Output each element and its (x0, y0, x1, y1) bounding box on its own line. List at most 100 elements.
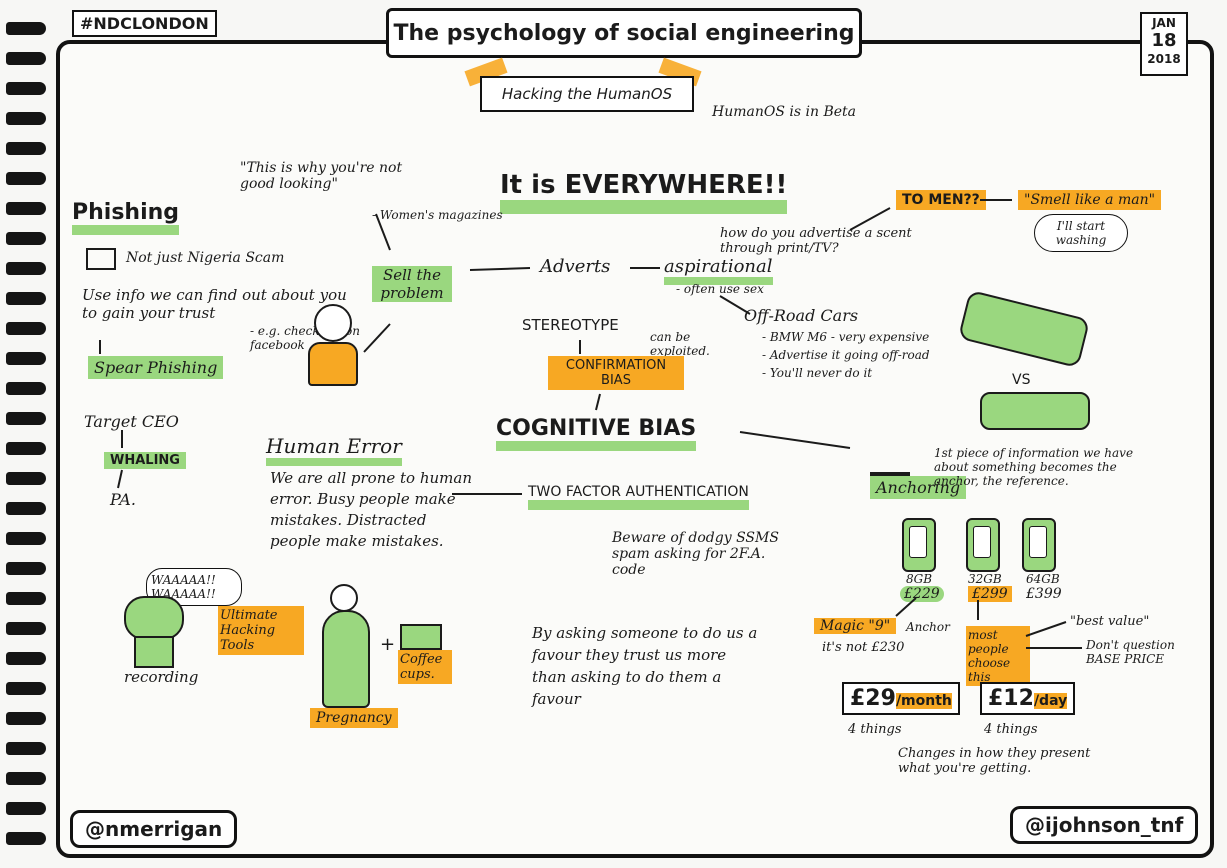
day-unit: /day (1033, 693, 1068, 709)
target-ceo: Target CEO (84, 412, 179, 431)
cognitive-bias: COGNITIVE BIAS (496, 416, 697, 451)
spiral-binding (0, 0, 50, 868)
price-229: £229 (900, 586, 944, 602)
to-men: TO MEN?? (896, 190, 986, 210)
waaa-bubble: WAAAAA!! WAAAAA!! (146, 568, 242, 606)
coffee-label: Coffee cups. (398, 650, 452, 684)
not-nigeria: Not just Nigeria Scam (126, 250, 285, 266)
baby-icon (124, 596, 184, 640)
plus-sign: + (380, 634, 396, 655)
spiral-ring (6, 532, 46, 545)
pregnancy-label: Pregnancy (310, 708, 398, 728)
cap-64gb: 64GB (1026, 572, 1060, 586)
date-year: 2018 (1147, 52, 1181, 66)
spiral-ring (6, 352, 46, 365)
favour-note: By asking someone to do us a favour they… (532, 624, 758, 708)
subtitle-banner: Hacking the HumanOS (480, 76, 694, 112)
offroad-title: Off-Road Cars (744, 306, 859, 325)
spiral-ring (6, 442, 46, 455)
price-299: £299 (968, 586, 1012, 602)
spiral-ring (6, 472, 46, 485)
phone-32gb-icon (966, 518, 1000, 572)
day-price-box: £12/day (980, 682, 1076, 715)
phone-64gb-icon (1022, 518, 1056, 572)
human-error-title: Human Error (266, 434, 402, 466)
phishing-title: Phishing (72, 200, 180, 235)
subtitle: Hacking the HumanOS (501, 85, 673, 103)
smell-like: "Smell like a man" (1018, 190, 1162, 210)
anchoring-desc: 1st piece of information we have about s… (934, 446, 1134, 488)
hashtag: #NDCLONDON (72, 10, 217, 37)
spiral-ring (6, 712, 46, 725)
whaling: WHALING (104, 452, 186, 469)
spiral-ring (6, 412, 46, 425)
dont-question: Don't question BASE PRICE (1086, 638, 1175, 666)
car-icon (980, 392, 1090, 430)
spiral-ring (6, 22, 46, 35)
spiral-ring (6, 772, 46, 785)
spiral-ring (6, 202, 46, 215)
most-people: most people choose this (966, 626, 1030, 686)
coffee-cups-icon (400, 624, 442, 650)
anchoring-title: Anchoring (870, 476, 967, 499)
anchor-label: Anchor (906, 620, 950, 634)
ultimate-tools: Ultimate Hacking Tools (218, 606, 304, 655)
spiral-ring (6, 652, 46, 665)
offroad-item-3: - You'll never do it (762, 366, 873, 380)
beta-note: HumanOS is in Beta (712, 104, 856, 120)
four-things-a: 4 things (848, 722, 902, 737)
two-factor: TWO FACTOR AUTHENTICATION (528, 484, 749, 510)
start-washing-bubble: I'll start washing (1034, 214, 1128, 252)
sms-warning: Beware of dodgy SSMS spam asking for 2F.… (612, 530, 779, 578)
footer-left-handle: @nmerrigan (70, 810, 238, 848)
spiral-ring (6, 322, 46, 335)
headline: It is EVERYWHERE!! (500, 170, 788, 214)
spiral-ring (6, 832, 46, 845)
sell-problem: Sell the problem (372, 266, 452, 302)
spiral-ring (6, 682, 46, 695)
offroad-item-1: - BMW M6 - very expensive (762, 330, 930, 344)
person-body-icon (308, 342, 358, 386)
pregnant-figure-icon (322, 610, 370, 708)
best-value: "best value" (1070, 614, 1150, 629)
date-box: JAN 18 2018 (1140, 12, 1188, 76)
footer-right-handle: @ijohnson_tnf (1010, 806, 1199, 844)
spiral-ring (6, 52, 46, 65)
advertise-question: how do you advertise a scent through pri… (720, 226, 912, 256)
price-399: £399 (1026, 586, 1062, 602)
title-banner: The psychology of social engineering (386, 8, 862, 58)
spiral-ring (6, 382, 46, 395)
offroad-item-2: - Advertise it going off-road (762, 348, 930, 362)
month-price: £29 (850, 686, 896, 711)
cap-8gb: 8GB (906, 572, 933, 586)
recording-label: recording (124, 668, 199, 686)
spear-phishing: Spear Phishing (88, 356, 224, 379)
cap-32gb: 32GB (968, 572, 1002, 586)
spiral-ring (6, 622, 46, 635)
envelope-icon (86, 248, 116, 270)
spiral-ring (6, 172, 46, 185)
spiral-ring (6, 742, 46, 755)
date-day: 18 (1151, 30, 1177, 51)
figure-head-icon (330, 584, 358, 612)
changes-note: Changes in how they present what you're … (898, 746, 1091, 776)
spiral-ring (6, 562, 46, 575)
page-title: The psychology of social engineering (393, 20, 855, 46)
spiral-ring (6, 262, 46, 275)
play-icon (134, 636, 174, 668)
anchor-icon (870, 436, 910, 476)
spiral-ring (6, 232, 46, 245)
spiral-ring (6, 592, 46, 605)
pa-label: PA. (110, 490, 136, 509)
day-price: £12 (988, 686, 1034, 711)
stereotype: STEREOTYPE (522, 316, 619, 334)
spiral-ring (6, 802, 46, 815)
not-230: it's not £230 (822, 640, 905, 655)
can-be-exploited: can be exploited. (650, 330, 710, 358)
magic-9: Magic "9" (814, 618, 897, 634)
spiral-ring (6, 112, 46, 125)
month-unit: /month (895, 693, 952, 709)
confirmation-bias: CONFIRMATION BIAS (548, 356, 684, 390)
spiral-ring (6, 82, 46, 95)
